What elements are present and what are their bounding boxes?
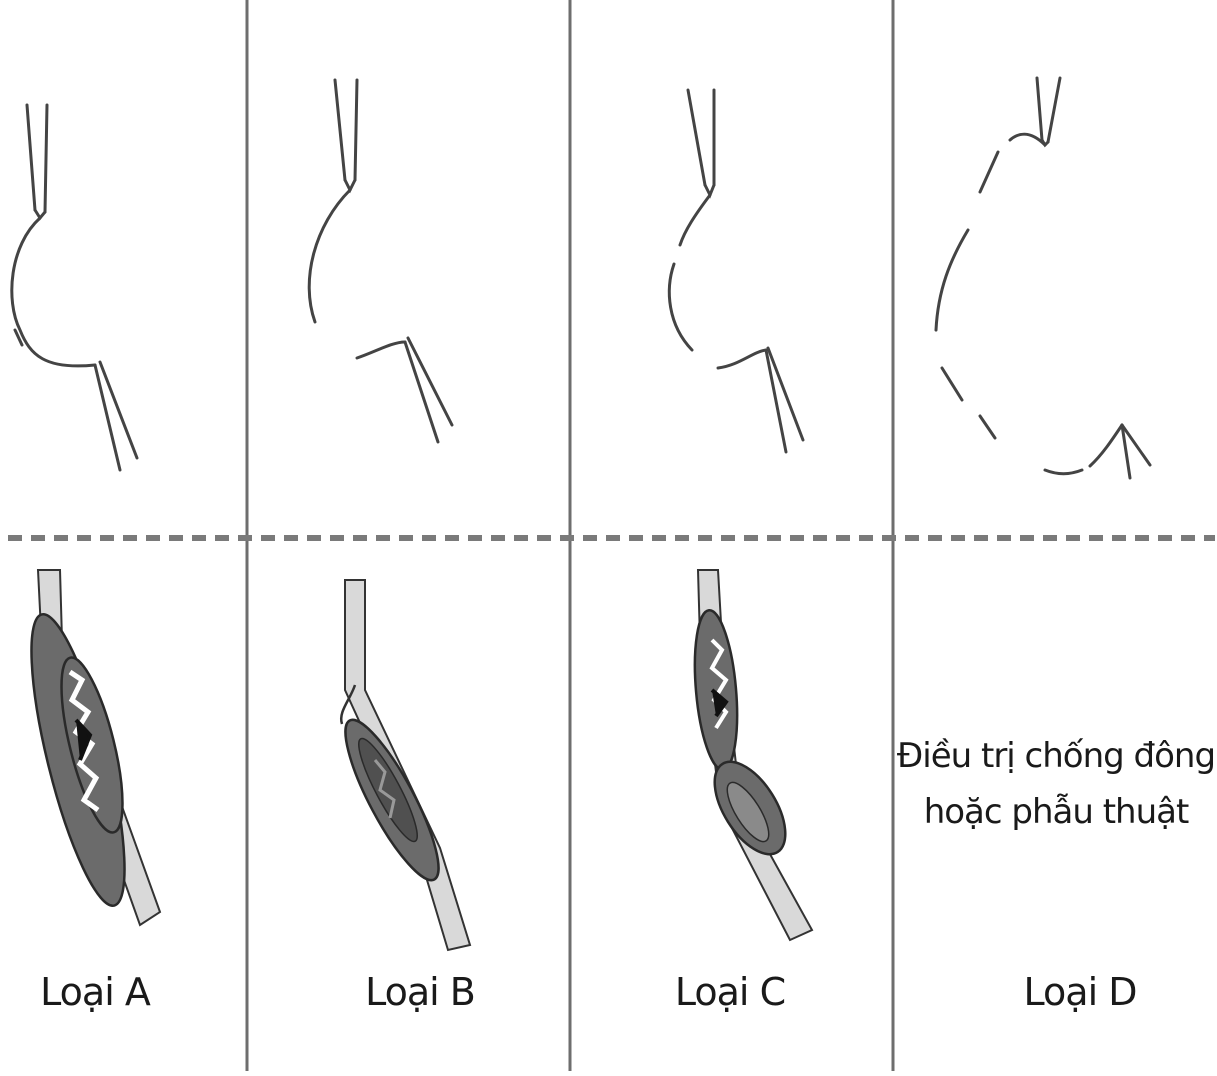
type-label-b: Loại B xyxy=(345,970,495,1014)
dissection-b xyxy=(330,580,470,950)
vessel-outline-b xyxy=(309,80,452,442)
vessel-outline-d xyxy=(936,78,1150,478)
vessel-outline-c xyxy=(669,90,803,452)
type-label-a: Loại A xyxy=(20,970,170,1014)
type-label-d: Loại D xyxy=(1005,970,1155,1014)
dissection-c xyxy=(689,570,812,940)
vessel-outline-a xyxy=(12,105,137,470)
dissection-a xyxy=(13,570,160,925)
treatment-note-line-2: hoặc phẫu thuật xyxy=(895,784,1217,840)
false-lumen xyxy=(689,609,743,772)
treatment-note: Điều trị chống đông hoặc phẫu thuật xyxy=(895,728,1217,840)
treatment-note-line-1: Điều trị chống đông xyxy=(895,728,1217,784)
type-label-c: Loại C xyxy=(655,970,805,1014)
